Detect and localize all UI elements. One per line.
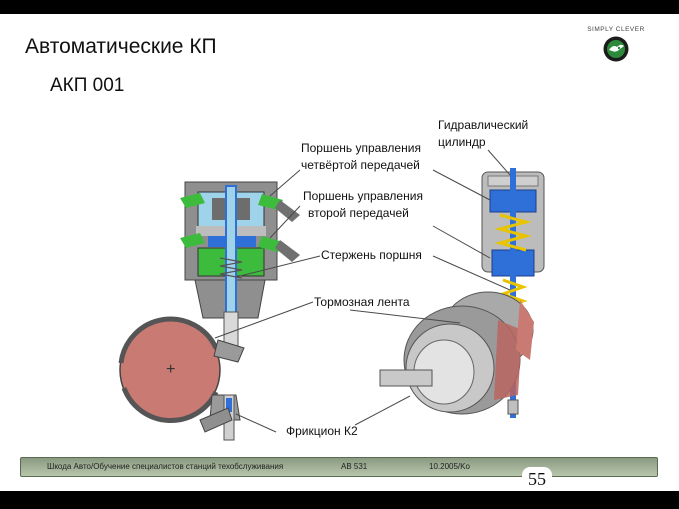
bottom-bar	[0, 491, 679, 509]
page-subtitle: АКП 001	[50, 75, 125, 96]
page-number: 55	[522, 467, 552, 491]
label-fourth-gear-piston: Поршень управления четвёртой передачей	[301, 141, 421, 172]
label-piston-rod: Стержень поршня	[321, 248, 422, 262]
label-hydraulic-cylinder: Гидравлический цилиндр	[438, 118, 529, 149]
footer-code: AB 531	[341, 462, 368, 471]
valve-body	[180, 181, 300, 359]
leader-lines	[214, 149, 511, 433]
brand-block: SIMPLY CLEVER	[586, 26, 646, 62]
skoda-logo-icon	[603, 36, 629, 62]
brand-tagline: SIMPLY CLEVER	[587, 26, 645, 33]
label-clutch-k2: Фрикцион К2	[286, 424, 358, 438]
footer-bar: Шкода Авто/Обучение специалистов станций…	[20, 457, 658, 477]
brake-drum	[118, 316, 221, 423]
label-brake-band: Тормозная лента	[314, 295, 410, 309]
label-second-gear-piston: Поршень управления второй передачей	[303, 189, 423, 220]
top-bar	[0, 0, 679, 14]
clutch-assembly	[379, 291, 534, 415]
footer-date: 10.2005/Ko	[429, 462, 470, 471]
drum-plus-sign: +	[166, 361, 175, 378]
footer-left-text: Шкода Авто/Обучение специалистов станций…	[47, 462, 284, 471]
band-lever	[199, 339, 245, 441]
hydraulic-cylinder	[481, 168, 545, 418]
page-title: Автоматические КП	[25, 35, 217, 58]
